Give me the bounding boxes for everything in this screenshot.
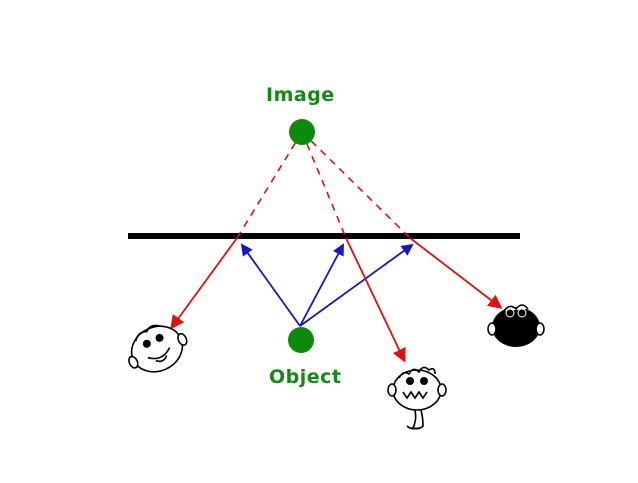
image-label: Image	[266, 84, 335, 106]
virtual-ray-center	[301, 131, 347, 239]
virtual-ray-left	[236, 131, 303, 239]
incident-rays	[240, 243, 414, 327]
reflected-ray-right	[409, 237, 503, 309]
right-observer-icon	[487, 304, 545, 347]
virtual-ray-right	[301, 131, 411, 239]
reflected-ray-left	[170, 237, 238, 330]
incident-ray-right	[299, 243, 414, 327]
image-point-icon	[289, 119, 315, 145]
left-observer-icon	[128, 324, 188, 373]
object-label: Object	[269, 366, 342, 388]
incident-ray-left	[240, 243, 301, 327]
reflected-ray-center	[345, 237, 406, 363]
center-observer-icon	[387, 366, 447, 430]
reflected-rays	[170, 237, 503, 363]
incident-ray-center	[299, 243, 344, 327]
object-point-icon	[288, 327, 314, 353]
virtual-rays	[236, 131, 411, 239]
